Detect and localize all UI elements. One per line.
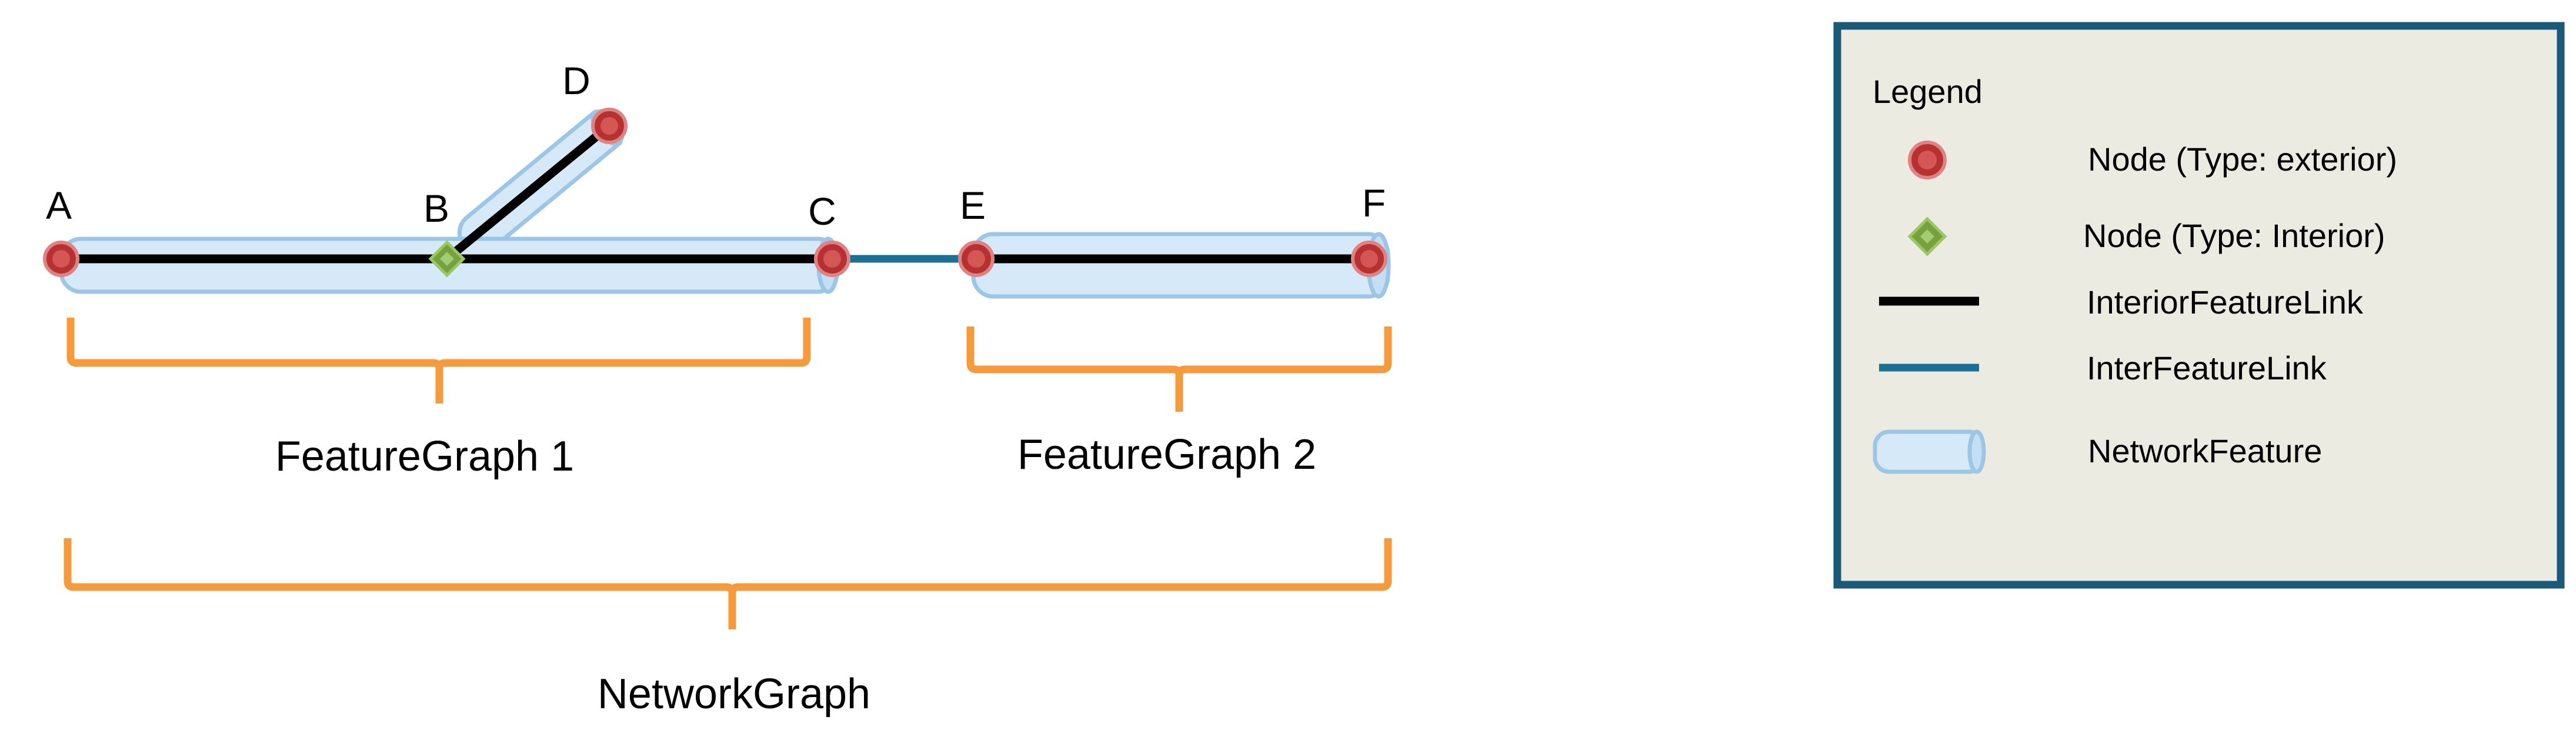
node-d — [591, 108, 628, 144]
brace-network-graph — [64, 538, 1392, 629]
legend-label-network-feature: NetworkFeature — [2088, 432, 2322, 469]
legend-label-exterior-node: Node (Type: exterior) — [2088, 141, 2397, 178]
brace-feature-graph-1 — [66, 318, 811, 404]
node-c — [814, 241, 850, 277]
legend-panel: Legend Node (Type: exterior) Node (Type:… — [1833, 22, 2565, 589]
legend-label-interior-node: Node (Type: Interior) — [2083, 217, 2385, 254]
node-label-b: B — [423, 186, 449, 230]
node-e — [958, 241, 995, 277]
interior-feature-link-bd — [444, 122, 612, 262]
node-label-e: E — [960, 184, 986, 227]
brace-feature-graph-2 — [966, 326, 1392, 412]
legend-network-feature-icon — [1873, 429, 1986, 474]
legend-interior-node-icon — [1907, 216, 1947, 256]
legend-exterior-node-icon — [1908, 141, 1947, 179]
legend-title: Legend — [1873, 73, 1983, 110]
feature-graph-1-label: FeatureGraph 1 — [275, 433, 574, 480]
network-graph-label: NetworkGraph — [598, 671, 870, 718]
legend-label-inter-feature-link: InterFeatureLink — [2087, 349, 2327, 386]
node-a — [43, 241, 79, 277]
network-feature-ef — [971, 232, 1391, 299]
node-label-a: A — [46, 184, 72, 227]
feature-graph-2-label: FeatureGraph 2 — [1017, 431, 1316, 478]
node-b — [428, 240, 466, 278]
node-label-d: D — [562, 59, 590, 102]
node-f — [1351, 241, 1387, 277]
legend-label-interior-feature-link: InteriorFeatureLink — [2087, 284, 2364, 321]
node-label-c: C — [808, 189, 836, 233]
node-label-f: F — [1362, 181, 1386, 225]
